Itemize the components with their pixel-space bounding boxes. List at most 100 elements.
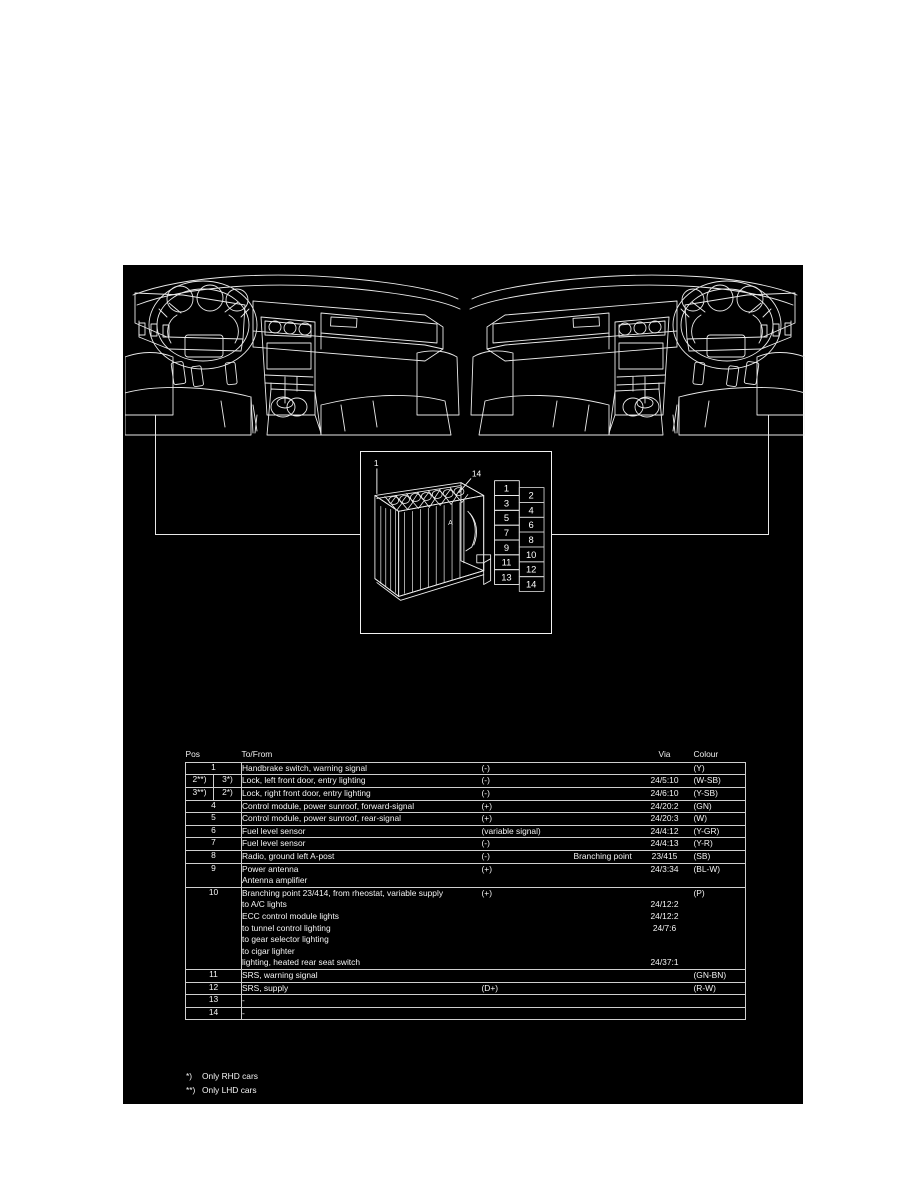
row-sign: (+)	[481, 862, 574, 888]
row-description-line: SRS, warning signal	[242, 969, 318, 980]
row-branch-note	[573, 981, 636, 996]
row-colour	[693, 1006, 746, 1021]
row-branch-note	[573, 824, 636, 839]
row-description: Radio, ground left A-post	[241, 849, 482, 864]
header-colour: Colour	[693, 749, 719, 759]
pin-label-1: 1	[504, 483, 509, 494]
row-sign: (+)	[481, 799, 574, 814]
pin-label-6: 6	[529, 519, 534, 530]
row-description-line: Lock, right front door, entry lighting	[242, 788, 371, 798]
diagram-plate: 1 14	[123, 265, 805, 1104]
row-via: 24/4:13	[635, 837, 694, 851]
row-colour: (Y-SB)	[693, 787, 746, 801]
row-via: 24/3:34	[635, 862, 694, 888]
row-via	[635, 981, 694, 996]
row-sign: (D+)	[481, 981, 574, 996]
row-sign	[481, 994, 574, 1008]
row-colour: (W)	[693, 812, 746, 826]
row-sign: (-)	[481, 761, 574, 776]
row-description: -	[241, 1006, 482, 1021]
pin-label-5: 5	[504, 512, 509, 523]
pin-label-11: 11	[502, 557, 512, 568]
row-via-line: 24/37:1	[650, 957, 679, 968]
row-via-line: 24/5:10	[650, 775, 679, 786]
row-colour: (GN-BN)	[693, 968, 746, 983]
row-description-line: Antenna amplifier	[242, 875, 308, 886]
row-description: Lock, right front door, entry lighting	[241, 787, 482, 801]
row-description: Fuel level sensor	[241, 824, 482, 839]
row-branch-note	[573, 886, 636, 970]
row-pos-primary: 2**)	[185, 774, 214, 788]
row-branch-note	[573, 994, 636, 1008]
row-pos: 9	[185, 862, 242, 888]
row-branch-note	[573, 862, 636, 888]
row-via-line: 23/415	[651, 850, 678, 861]
row-via-line	[636, 934, 694, 946]
row-colour: (GN)	[693, 799, 746, 814]
row-via-line	[636, 970, 694, 982]
row-via-line	[636, 995, 694, 1007]
row-pos: 4	[185, 799, 242, 814]
row-pos-alternate: 2*)	[213, 787, 242, 801]
row-description: SRS, warning signal	[241, 968, 482, 983]
row-branch-note	[573, 1006, 636, 1021]
footnote-text: Only RHD cars	[202, 1071, 258, 1081]
row-description-line: Power antenna	[242, 863, 299, 874]
row-via-line	[636, 1008, 694, 1020]
row-via	[635, 968, 694, 983]
header-spacer-branch	[574, 750, 636, 762]
pin-label-8: 8	[529, 534, 534, 545]
row-branch-note	[573, 837, 636, 851]
row-via-line: 24/20:3	[650, 813, 679, 824]
row-description-line: lighting, heated rear seat switch	[242, 957, 361, 968]
row-description-line: to gear selector lighting	[242, 934, 329, 945]
pin-label-14: 14	[526, 579, 536, 590]
row-via-line	[636, 888, 694, 900]
row-pos: 5	[185, 812, 242, 826]
table-row: 2**)3*)Lock, left front door, entry ligh…	[185, 774, 746, 788]
row-pos: 12	[185, 981, 242, 996]
row-colour: (Y-R)	[693, 837, 746, 851]
footnote-marker: *)	[186, 1071, 193, 1081]
row-description: SRS, supply	[241, 981, 482, 996]
header-spacer-sign	[482, 750, 574, 762]
row-branch-note	[573, 812, 636, 826]
table-row: 3**)2*)Lock, right front door, entry lig…	[185, 787, 746, 801]
row-sign: (-)	[481, 837, 574, 851]
row-colour: (P)	[693, 886, 746, 970]
row-pos: 10	[185, 886, 242, 970]
row-via-line	[636, 763, 694, 775]
row-via-line: 24/12:2	[650, 910, 679, 921]
row-description-line: Handbrake switch, warning signal	[242, 762, 367, 773]
row-via-line	[636, 983, 694, 995]
row-description-line: ECC control module lights	[242, 910, 340, 921]
row-description-line: Branching point 23/414, from rheostat, v…	[242, 887, 444, 898]
row-colour: (BL-W)	[693, 862, 746, 888]
row-via	[635, 1006, 694, 1021]
connector-detail-box: 1 14	[360, 451, 552, 634]
footnote-item: *) Only RHD cars	[123, 1070, 683, 1084]
row-description-line: -	[242, 995, 245, 1006]
connector-body-marking: A	[448, 520, 453, 527]
row-branch-note: Branching point	[573, 849, 636, 864]
row-via-line	[636, 875, 694, 887]
row-colour: (Y-GR)	[693, 824, 746, 839]
row-description-line: Fuel level sensor	[242, 838, 306, 849]
pin-label-2: 2	[529, 489, 534, 500]
row-pos: 6	[185, 824, 242, 839]
row-pos: 1	[185, 761, 242, 776]
row-description: Lock, left front door, entry lighting	[241, 774, 482, 788]
header-tofrom: To/From	[241, 749, 273, 759]
row-branch-note	[573, 774, 636, 788]
row-description: Control module, power sunroof, forward-s…	[241, 799, 482, 814]
row-description: Branching point 23/414, from rheostat, v…	[241, 886, 482, 970]
row-branch-note	[573, 968, 636, 983]
row-description-line: -	[242, 1007, 245, 1018]
pin-label-7: 7	[504, 527, 509, 538]
